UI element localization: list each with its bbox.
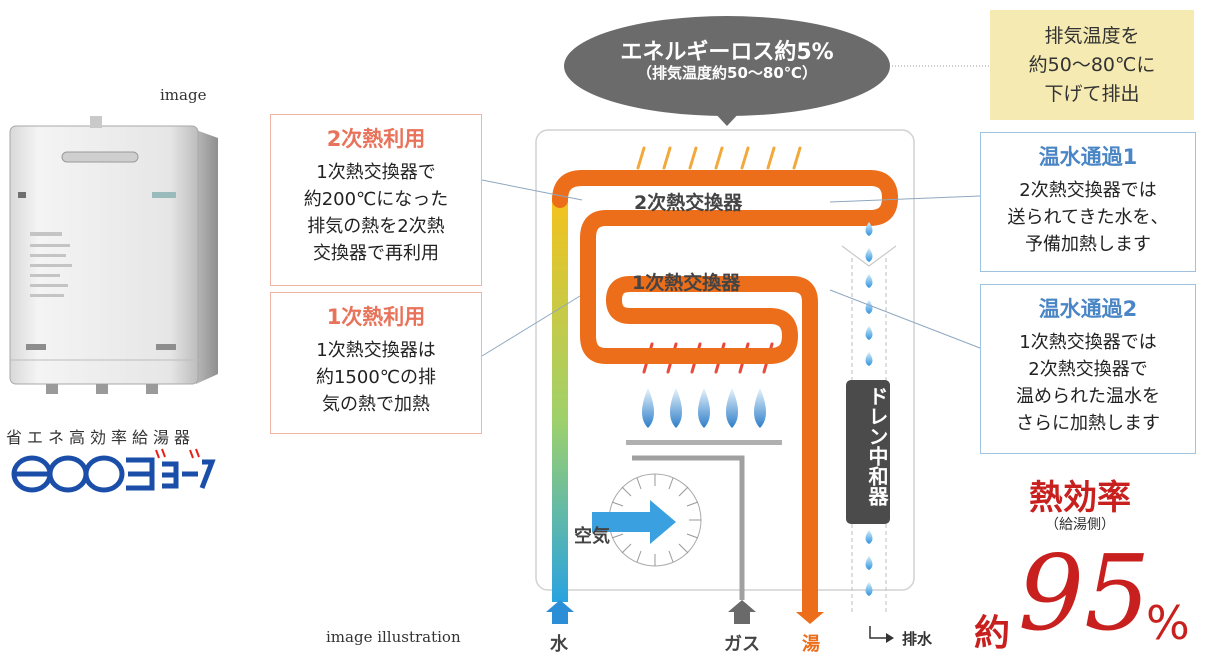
flame-icon bbox=[642, 388, 654, 428]
water-drop-icon bbox=[866, 326, 873, 340]
water-pass-2-box: 温水通過2 1次熱交換器では 2次熱交換器で 温められた温水を さらに加熱します bbox=[980, 284, 1196, 454]
box-line: 1次熱交換器では bbox=[981, 329, 1195, 356]
box-title: 1次熱利用 bbox=[271, 301, 481, 331]
efficiency-title: 熱効率 bbox=[1000, 470, 1160, 519]
flame-icon bbox=[670, 388, 682, 428]
box-line: 約1500℃の排 bbox=[271, 364, 481, 391]
air-label: 空気 bbox=[574, 522, 610, 548]
box-body: 1次熱交換器は 約1500℃の排 気の熱で加熱 bbox=[271, 337, 481, 418]
box-title: 2次熱利用 bbox=[271, 123, 481, 153]
secondary-heat-use-box: 2次熱利用 1次熱交換器で 約200℃になった 排気の熱を2次熱 交換器で再利用 bbox=[270, 114, 482, 286]
box-line: 温められた温水を bbox=[981, 383, 1195, 410]
box-line: 交換器で再利用 bbox=[271, 240, 481, 267]
hx2-label: 2次熱交換器 bbox=[634, 188, 742, 215]
water-drop-icon bbox=[866, 352, 873, 366]
box-line: 2次熱交換器で bbox=[981, 356, 1195, 383]
water-drop-icon bbox=[866, 300, 873, 314]
box-line: さらに加熱します bbox=[981, 410, 1195, 437]
box-body: 2次熱交換器では 送られてきた水を、 予備加熱します bbox=[981, 177, 1195, 258]
box-title: 温水通過1 bbox=[981, 141, 1195, 171]
box-title: 温水通過2 bbox=[981, 293, 1195, 323]
hot-out-arrow-icon bbox=[796, 600, 824, 624]
box-body: 1次熱交換器では 2次熱交換器で 温められた温水を さらに加熱します bbox=[981, 329, 1195, 437]
box-line: 約200℃になった bbox=[271, 186, 481, 213]
box-line: 予備加熱します bbox=[981, 231, 1195, 258]
box-line: 1次熱交換器で bbox=[271, 159, 481, 186]
water-drop-icon bbox=[866, 530, 873, 544]
box-line: 送られてきた水を、 bbox=[981, 204, 1195, 231]
gas-label: ガス bbox=[724, 630, 760, 656]
flame-icon bbox=[726, 388, 738, 428]
efficiency-prefix: 約 bbox=[974, 604, 1010, 656]
box-line: 2次熱交換器では bbox=[981, 177, 1195, 204]
efficiency-subtitle: （給湯側） bbox=[1000, 514, 1160, 534]
box-line: 排気の熱を2次熱 bbox=[271, 213, 481, 240]
water-pass-1-box: 温水通過1 2次熱交換器では 送られてきた水を、 予備加熱します bbox=[980, 132, 1196, 272]
flame-icon bbox=[754, 388, 766, 428]
drain-out-label: 排水 bbox=[902, 628, 932, 649]
box-body: 1次熱交換器で 約200℃になった 排気の熱を2次熱 交換器で再利用 bbox=[271, 159, 481, 267]
flame-icon bbox=[698, 388, 710, 428]
water-drop-icon bbox=[866, 556, 873, 570]
efficiency-unit: % bbox=[1146, 596, 1190, 650]
water-drop-icon bbox=[866, 582, 873, 596]
box-line: 1次熱交換器は bbox=[271, 337, 481, 364]
illustration-caption: image illustration bbox=[326, 628, 461, 646]
primary-heat-use-box: 1次熱利用 1次熱交換器は 約1500℃の排 気の熱で加熱 bbox=[270, 292, 482, 434]
gas-in-arrow-icon bbox=[728, 600, 756, 624]
water-in-arrow-icon bbox=[546, 600, 574, 624]
box-line: 気の熱で加熱 bbox=[271, 391, 481, 418]
drain-label: ドレン中和器 bbox=[846, 386, 890, 506]
efficiency-value: 95 bbox=[1018, 538, 1150, 648]
water-drop-icon bbox=[866, 274, 873, 288]
water-drop-icon bbox=[866, 248, 873, 262]
drain-out-arrow-icon bbox=[870, 626, 886, 638]
water-label: 水 bbox=[550, 630, 568, 656]
hx1-label: 1次熱交換器 bbox=[632, 268, 740, 295]
hot-label: 湯 bbox=[802, 630, 820, 656]
